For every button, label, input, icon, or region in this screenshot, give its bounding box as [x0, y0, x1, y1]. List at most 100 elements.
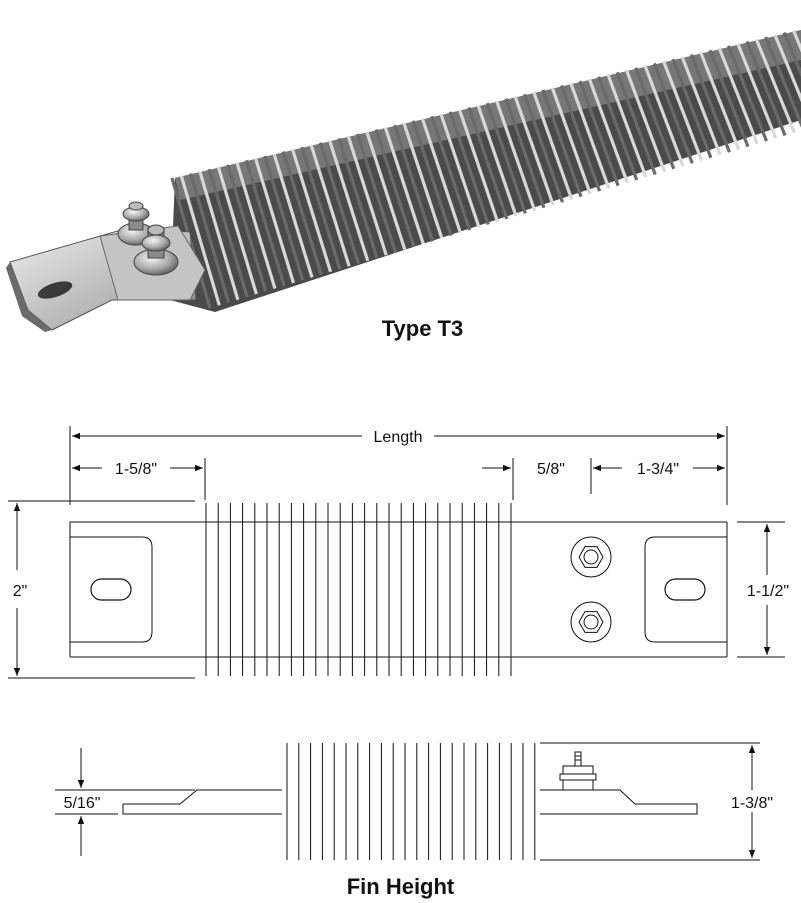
- photo-fin: [244, 159, 286, 287]
- photo-fin: [578, 80, 620, 187]
- length-label: Length: [374, 429, 423, 446]
- terminal-gap-dimension: 5/8": [482, 461, 565, 478]
- photo-fin: [281, 151, 323, 276]
- photo-fin: [736, 43, 778, 139]
- photo-fin: [485, 102, 527, 214]
- photo-fin: [699, 51, 741, 150]
- photo-fin: [337, 137, 379, 259]
- terminal-nut-lower: [570, 601, 612, 643]
- length-dimension: Length: [72, 429, 725, 446]
- photo-fin: [309, 144, 351, 267]
- photo-fin: [402, 122, 444, 239]
- photo-fin: [624, 69, 666, 173]
- top-extension-lines: [8, 426, 785, 679]
- photo-fin: [216, 166, 258, 295]
- photo-fin: [587, 78, 629, 184]
- photo-fin: [569, 82, 611, 189]
- photo-fin: [782, 31, 801, 78]
- photo-fin: [560, 84, 602, 192]
- fin-height-dimension: 1-3/8": [540, 742, 773, 861]
- photo-fin: [671, 58, 713, 159]
- photo-fin: [615, 71, 657, 175]
- terminal-stud-lower: [133, 224, 179, 276]
- left-end-label: 1-5/8": [115, 461, 157, 478]
- photo-fin: [179, 175, 221, 306]
- photo-fin: [504, 98, 546, 209]
- photo-fin: [662, 60, 704, 162]
- side-terminal-stud: [559, 751, 597, 791]
- photo-fin: [773, 34, 801, 103]
- sheath-width-label: 1-1/2": [747, 583, 789, 600]
- right-mounting-slot: [664, 578, 706, 601]
- photo-fin: [522, 93, 564, 203]
- photo-fin: [458, 109, 500, 223]
- terminal-gap-label: 5/8": [537, 461, 565, 478]
- photo-fin: [495, 100, 537, 212]
- photo-fin: [764, 36, 801, 128]
- photo-fin: [439, 113, 481, 228]
- photo-fin: [745, 40, 787, 137]
- left-end-dimension: 1-5/8": [72, 461, 203, 478]
- photo-fin: [374, 129, 416, 248]
- sheath-thickness-label: 5/16": [64, 795, 101, 812]
- photo-fin: [235, 162, 277, 289]
- photo-fin: [541, 89, 583, 198]
- photo-fin: [532, 91, 574, 201]
- photo-fin: [189, 173, 231, 303]
- right-mounting-bracket: [644, 536, 727, 643]
- photo-fin: [328, 140, 370, 262]
- photo-caption: Type T3: [381, 316, 464, 341]
- photo-fin: [411, 120, 453, 237]
- sheath-width-dimension: 1-1/2": [747, 524, 789, 655]
- photo-fin: [513, 95, 555, 206]
- photo-fin: [226, 164, 268, 292]
- fin-height-caption: Fin Height: [346, 874, 455, 899]
- right-end-label: 1-3/4": [637, 461, 679, 478]
- photo-fin: [791, 29, 801, 53]
- photo-fin: [291, 148, 333, 273]
- sheath-thickness-dimension: 5/16": [55, 748, 195, 856]
- photo-fin: [652, 62, 694, 164]
- photo-fin: [420, 118, 462, 234]
- photo-fin: [680, 56, 722, 156]
- terminal-nut-upper: [570, 536, 612, 578]
- left-mounting-slot: [90, 578, 132, 601]
- overall-height-dimension: 2": [13, 503, 28, 676]
- photo-fin: [754, 38, 796, 134]
- photo-fin: [300, 146, 342, 270]
- photo-fin: [476, 104, 518, 217]
- photo-fin: [383, 126, 425, 245]
- photo-fin: [727, 45, 769, 142]
- photo-fin: [346, 135, 388, 256]
- sheath-body: [69, 521, 728, 658]
- top-view-fins: [205, 503, 512, 676]
- photo-fin: [606, 73, 648, 178]
- photo-fin: [207, 168, 249, 298]
- fin-body: [170, 30, 801, 312]
- photo-fin: [318, 142, 360, 264]
- photo-fin: [393, 124, 435, 242]
- right-end-dimension: 1-3/4": [593, 461, 725, 478]
- photo-fin: [550, 87, 592, 195]
- photo-fin: [365, 131, 407, 251]
- photo-fin: [355, 133, 398, 253]
- photo-fin: [430, 115, 472, 231]
- photo-fin: [634, 67, 676, 170]
- photo-fin: [643, 65, 685, 167]
- left-mounting-bracket: [70, 536, 153, 643]
- photo-fin: [253, 157, 296, 284]
- photo-fin: [263, 155, 305, 281]
- overall-height-label: 2": [13, 583, 28, 600]
- photo-fins: [170, 29, 801, 309]
- photo-fin: [198, 170, 240, 301]
- side-view-fins: [286, 743, 536, 860]
- photo-fin: [708, 49, 750, 148]
- photo-fin: [597, 76, 639, 181]
- fin-height-label: 1-3/8": [731, 795, 773, 812]
- photo-fin: [717, 47, 759, 145]
- photo-fin: [272, 153, 314, 278]
- side-sheath-profile: [122, 789, 698, 815]
